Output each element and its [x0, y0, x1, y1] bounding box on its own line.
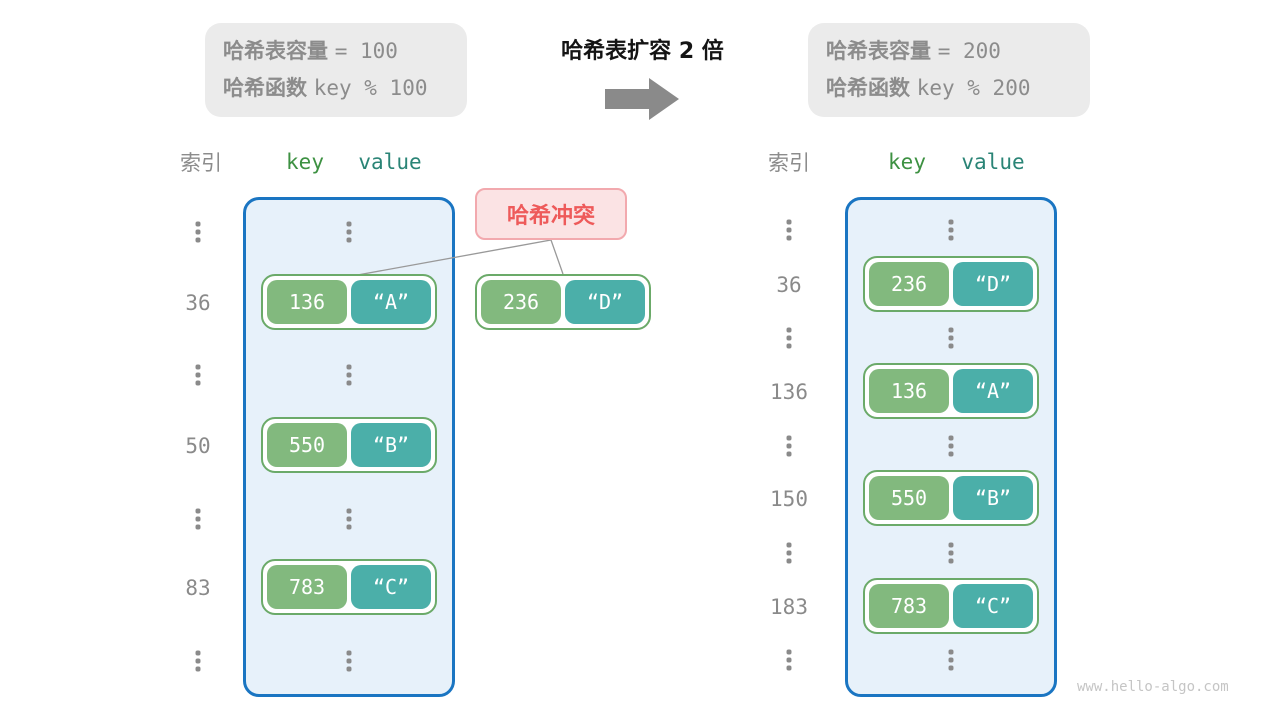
right-value-header: value [961, 150, 1025, 174]
ellipsis-icon [948, 649, 954, 671]
key-box: 783 [267, 565, 347, 609]
ellipsis-icon [195, 364, 201, 386]
hash-fn-value: key % 100 [313, 76, 428, 100]
capacity-label: 哈希表容量 [223, 39, 328, 63]
ellipsis-icon [948, 435, 954, 457]
key-box: 783 [869, 584, 949, 628]
pair-236-D-colliding: 236 “D” [475, 274, 651, 330]
ellipsis-icon [195, 221, 201, 243]
hash-fn-label: 哈希函数 [826, 76, 910, 100]
hash-fn-value: key % 200 [916, 76, 1031, 100]
value-box: “B” [351, 423, 431, 467]
left-index-83: 83 [185, 576, 211, 600]
ellipsis-icon [346, 508, 352, 530]
key-box: 236 [869, 262, 949, 306]
ellipsis-icon [346, 221, 352, 243]
capacity-value: = 100 [334, 39, 398, 63]
ellipsis-icon [786, 649, 792, 671]
hash-collision-badge: 哈希冲突 [475, 188, 627, 240]
right-arrow-icon [605, 78, 679, 120]
right-index-136: 136 [770, 380, 808, 404]
left-capacity-line: 哈希表容量 = 100 [223, 33, 467, 70]
right-index-150: 150 [770, 487, 808, 511]
value-box: “D” [953, 262, 1033, 306]
left-hash-fn-line: 哈希函数 key % 100 [223, 70, 467, 107]
pair-783-C: 783 “C” [863, 578, 1039, 634]
left-value-header: value [358, 150, 422, 174]
capacity-label: 哈希表容量 [826, 39, 931, 63]
hash-fn-label: 哈希函数 [223, 76, 307, 100]
value-box: “D” [565, 280, 645, 324]
pair-550-B: 550 “B” [863, 470, 1039, 526]
key-box: 136 [267, 280, 347, 324]
pair-783-C: 783 “C” [261, 559, 437, 615]
right-index-183: 183 [770, 595, 808, 619]
left-index-header: 索引 [180, 151, 222, 175]
value-box: “B” [953, 476, 1033, 520]
value-box: “A” [953, 369, 1033, 413]
right-capacity-info-box: 哈希表容量 = 200 哈希函数 key % 200 [808, 23, 1090, 117]
right-capacity-line: 哈希表容量 = 200 [826, 33, 1090, 70]
left-index-36: 36 [185, 291, 211, 315]
value-box: “C” [351, 565, 431, 609]
left-capacity-info-box: 哈希表容量 = 100 哈希函数 key % 100 [205, 23, 467, 117]
right-hash-fn-line: 哈希函数 key % 200 [826, 70, 1090, 107]
right-index-36: 36 [776, 273, 802, 297]
right-key-header: key [888, 150, 926, 174]
key-box: 550 [869, 476, 949, 520]
ellipsis-icon [948, 542, 954, 564]
watermark: www.hello-algo.com [1077, 679, 1229, 695]
left-key-header: key [286, 150, 324, 174]
ellipsis-icon [786, 327, 792, 349]
ellipsis-icon [786, 435, 792, 457]
key-box: 236 [481, 280, 561, 324]
left-index-50: 50 [185, 434, 211, 458]
right-index-header: 索引 [768, 151, 810, 175]
ellipsis-icon [948, 219, 954, 241]
key-box: 550 [267, 423, 347, 467]
pair-236-D: 236 “D” [863, 256, 1039, 312]
ellipsis-icon [786, 542, 792, 564]
key-box: 136 [869, 369, 949, 413]
value-box: “C” [953, 584, 1033, 628]
ellipsis-icon [346, 650, 352, 672]
ellipsis-icon [195, 650, 201, 672]
ellipsis-icon [786, 219, 792, 241]
pair-136-A: 136 “A” [261, 274, 437, 330]
resize-title: 哈希表扩容 2 倍 [561, 39, 724, 64]
value-box: “A” [351, 280, 431, 324]
pair-550-B: 550 “B” [261, 417, 437, 473]
pair-136-A: 136 “A” [863, 363, 1039, 419]
ellipsis-icon [948, 327, 954, 349]
ellipsis-icon [346, 364, 352, 386]
capacity-value: = 200 [937, 39, 1001, 63]
ellipsis-icon [195, 508, 201, 530]
